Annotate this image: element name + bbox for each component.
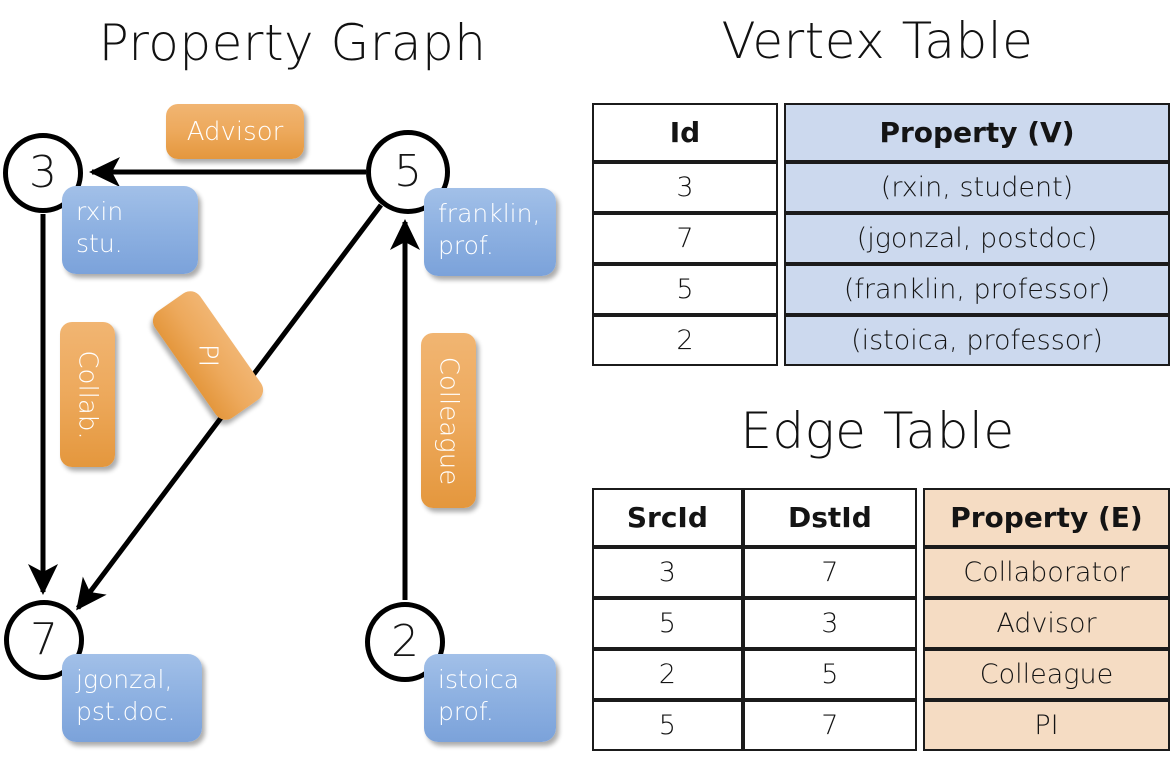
edge-cell-property: Collaborator	[922, 547, 1170, 598]
table-row[interactable]: 3 7 Collaborator	[592, 547, 1170, 598]
vertex-cell-id: 7	[592, 213, 778, 264]
column-gap	[917, 700, 923, 751]
edge-label-pi-text: PI	[192, 343, 223, 368]
node-property-box-rxin[interactable]: rxin stu.	[62, 186, 198, 274]
page-title-property-graph: Property Graph	[98, 14, 487, 72]
edge-label-collab[interactable]: Collab.	[60, 322, 115, 467]
edge-cell-srcid: 3	[592, 547, 743, 598]
vertex-table-header-id: Id	[592, 103, 778, 162]
vertex-cell-id: 2	[592, 315, 778, 366]
edge-table: SrcId DstId Property (E) 3 7 Collaborato…	[592, 488, 1170, 751]
column-gap	[778, 315, 784, 366]
edge-cell-dstid: 5	[742, 649, 918, 700]
table-row[interactable]: 5 (franklin, professor)	[592, 264, 1170, 315]
column-gap	[778, 264, 784, 315]
vertex-cell-property: (franklin, professor)	[784, 264, 1170, 315]
edge-table-header-property: Property (E)	[922, 488, 1170, 547]
vertex-table: Id Property (V) 3 (rxin, student) 7 (jgo…	[592, 103, 1170, 366]
graph-node-5[interactable]: 5	[366, 130, 450, 214]
column-gap	[917, 488, 923, 547]
table-row[interactable]: 5 3 Advisor	[592, 598, 1170, 649]
edge-cell-srcid: 2	[592, 649, 743, 700]
vertex-cell-id: 5	[592, 264, 778, 315]
node-property-rxin-line1: rxin	[76, 197, 124, 226]
node-property-franklin-line1: franklin,	[438, 199, 541, 228]
vertex-table-header-property: Property (V)	[784, 103, 1170, 162]
node-property-jgonzal-line1: jgonzal,	[76, 665, 173, 694]
node-property-jgonzal-line2: pst.doc.	[76, 697, 176, 726]
table-row[interactable]: 2 5 Colleague	[592, 649, 1170, 700]
edge-cell-dstid: 7	[742, 547, 918, 598]
page-title-edge-table: Edge Table	[740, 402, 1015, 460]
table-row[interactable]: 2 (istoica, professor)	[592, 315, 1170, 366]
node-property-rxin-line2: stu.	[76, 229, 123, 258]
edge-cell-dstid: 3	[742, 598, 918, 649]
vertex-cell-property: (jgonzal, postdoc)	[784, 213, 1170, 264]
node-property-box-istoica[interactable]: istoica prof.	[424, 654, 556, 742]
edge-cell-property: PI	[922, 700, 1170, 751]
column-gap	[778, 162, 784, 213]
edge-table-header-srcid: SrcId	[592, 488, 743, 547]
vertex-cell-id: 3	[592, 162, 778, 213]
edge-label-advisor-text: Advisor	[186, 116, 284, 147]
graph-node-3-label: 3	[29, 147, 57, 198]
graph-node-7-label: 7	[30, 614, 58, 665]
vertex-cell-property: (istoica, professor)	[784, 315, 1170, 366]
table-row[interactable]: 7 (jgonzal, postdoc)	[592, 213, 1170, 264]
edge-label-advisor[interactable]: Advisor	[166, 104, 304, 159]
node-property-franklin-line2: prof.	[438, 231, 494, 260]
graph-node-5-label: 5	[394, 146, 422, 197]
property-graph-diagram: 3 5 7 2 rxin stu. franklin, prof. jgonza…	[3, 104, 556, 742]
edge-cell-dstid: 7	[742, 700, 918, 751]
column-gap	[778, 213, 784, 264]
column-gap	[917, 598, 923, 649]
node-property-box-jgonzal[interactable]: jgonzal, pst.doc.	[62, 654, 202, 742]
edge-label-colleague[interactable]: Colleague	[421, 333, 476, 508]
edge-cell-property: Colleague	[922, 649, 1170, 700]
edge-label-colleague-text: Colleague	[433, 356, 464, 485]
column-gap	[917, 649, 923, 700]
vertex-table-header-row: Id Property (V)	[592, 103, 1170, 162]
edge-cell-srcid: 5	[592, 598, 743, 649]
edge-table-header-dstid: DstId	[742, 488, 918, 547]
column-gap	[778, 103, 784, 162]
graph-node-2-label: 2	[391, 616, 419, 667]
edge-table-header-row: SrcId DstId Property (E)	[592, 488, 1170, 547]
column-gap	[917, 547, 923, 598]
edge-cell-srcid: 5	[592, 700, 743, 751]
table-row[interactable]: 3 (rxin, student)	[592, 162, 1170, 213]
node-property-istoica-line2: prof.	[438, 697, 494, 726]
edge-cell-property: Advisor	[922, 598, 1170, 649]
node-property-istoica-line1: istoica	[438, 665, 520, 694]
edge-label-collab-text: Collab.	[72, 349, 103, 440]
graph-node-2[interactable]: 2	[365, 602, 445, 682]
table-row[interactable]: 5 7 PI	[592, 700, 1170, 751]
vertex-cell-property: (rxin, student)	[784, 162, 1170, 213]
page-title-vertex-table: Vertex Table	[721, 12, 1034, 70]
node-property-box-franklin[interactable]: franklin, prof.	[424, 188, 556, 276]
